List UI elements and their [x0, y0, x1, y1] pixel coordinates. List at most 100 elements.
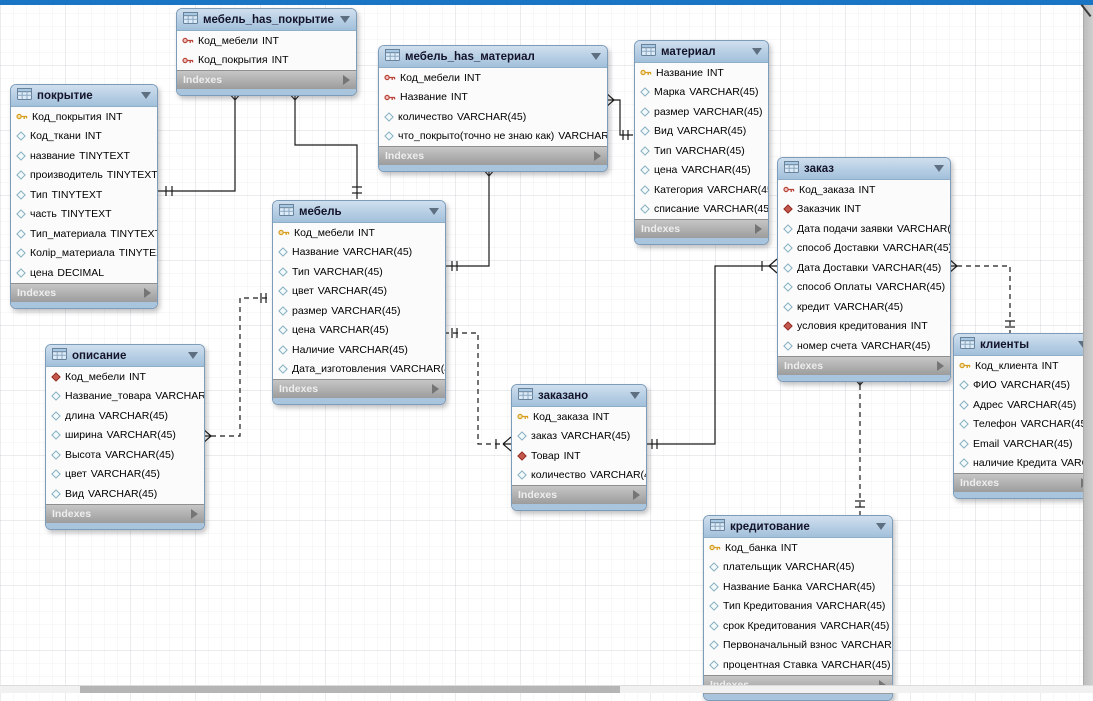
chevron-down-icon[interactable] — [876, 523, 886, 530]
indexes-section[interactable]: Indexes — [177, 70, 356, 89]
indexes-section[interactable]: Indexes — [954, 473, 1093, 492]
chevron-down-icon[interactable] — [934, 165, 944, 172]
indexes-section[interactable]: Indexes — [379, 146, 607, 165]
relationship-мебель_has_материал-to-мебель[interactable] — [445, 167, 497, 271]
expand-right-icon[interactable] — [191, 508, 198, 519]
table-title-bar[interactable]: мебель — [273, 201, 445, 223]
table-title-bar[interactable]: мебель_has_покрытие — [177, 9, 356, 31]
chevron-down-icon[interactable] — [188, 352, 198, 359]
table-title-bar[interactable]: покрытие — [11, 85, 157, 107]
relationship-мебель_has_покрытие-to-покрытие[interactable] — [156, 91, 243, 196]
expand-right-icon[interactable] — [879, 679, 886, 690]
table-title-bar[interactable]: кредитование — [704, 516, 892, 538]
expand-right-icon[interactable] — [594, 151, 601, 161]
table-title-bar[interactable]: заказано — [512, 385, 646, 407]
indexes-section[interactable]: Indexes — [273, 379, 445, 398]
chevron-down-icon[interactable] — [141, 92, 151, 99]
chevron-down-icon[interactable] — [630, 392, 640, 399]
relationship-заказ-to-заказано[interactable] — [645, 258, 778, 449]
table-title-bar[interactable]: материал — [635, 41, 768, 63]
chevron-down-icon[interactable] — [591, 53, 601, 60]
relationship-мебель_has_материал-to-материал[interactable] — [605, 92, 633, 140]
horizontal-scrollbar-thumb[interactable] — [80, 686, 620, 693]
chevron-down-icon[interactable] — [752, 48, 762, 55]
indexes-section[interactable]: Indexes — [635, 219, 768, 238]
expand-right-icon[interactable] — [937, 360, 944, 371]
relationship-заказано-to-мебель[interactable] — [444, 328, 512, 452]
table-title-bar[interactable]: мебель_has_материал — [379, 46, 607, 68]
horizontal-scrollbar[interactable] — [0, 685, 1093, 693]
expand-right-icon[interactable] — [755, 224, 762, 234]
relationship-заказ-to-кредитование[interactable] — [852, 376, 868, 515]
chevron-down-icon[interactable] — [340, 16, 350, 23]
expand-right-icon[interactable] — [633, 490, 640, 500]
table-title-bar[interactable]: клиенты — [954, 334, 1093, 356]
column-row[interactable]: что_покрыто(точно не знаю как)VARCHAR(45… — [379, 127, 607, 147]
indexes-section[interactable]: Indexes — [512, 485, 646, 504]
relationship-описание-to-мебель[interactable] — [202, 293, 271, 444]
table-title-bar[interactable]: описание — [46, 345, 204, 367]
relationship-мебель_has_покрытие-to-мебель[interactable] — [287, 91, 362, 199]
